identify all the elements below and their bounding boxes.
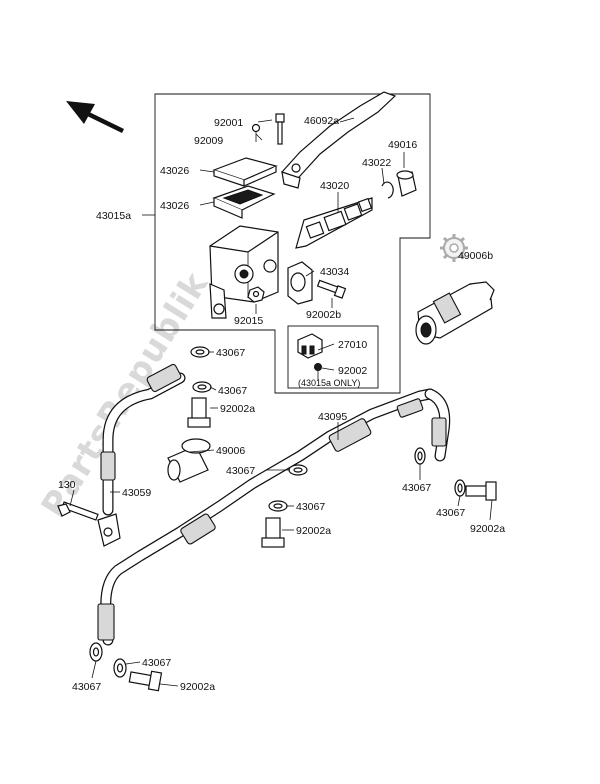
- label-49006: 49006: [216, 445, 245, 457]
- label-92002a-d: 92002a: [180, 681, 215, 693]
- label-46092a: 46092a: [304, 115, 339, 127]
- nut-92015: [247, 286, 265, 303]
- label-43067-f: 43067: [436, 507, 465, 519]
- switch-inset-frame: [287, 325, 379, 389]
- label-92002: 92002: [338, 365, 367, 377]
- label-92002b: 92002b: [306, 309, 341, 321]
- bleed-bolt-130: [57, 501, 99, 521]
- label-43015a-only: (43015a ONLY): [298, 378, 360, 388]
- label-130: 130: [58, 479, 76, 491]
- banjo-bolt-92002a-c: [465, 481, 497, 501]
- label-43015a: 43015a: [96, 210, 131, 222]
- screw-92009: [251, 123, 261, 142]
- leader-lines: [69, 117, 493, 687]
- washer-43067-h: [113, 658, 127, 678]
- lower-banjo-fitting: [97, 513, 121, 547]
- master-cylinder-body: [209, 225, 279, 319]
- label-43067-h: 43067: [142, 657, 171, 669]
- label-43059: 43059: [122, 487, 151, 499]
- label-43022: 43022: [362, 157, 391, 169]
- label-27010: 27010: [338, 339, 367, 351]
- screw-92002: [314, 363, 322, 380]
- arrow-front-icon: [66, 101, 124, 134]
- label-43067-g: 43067: [72, 681, 101, 693]
- washer-43067-f: [454, 479, 466, 497]
- label-43067-c: 43067: [226, 465, 255, 477]
- washer-43067-b: [192, 381, 212, 393]
- washer-43067-g: [89, 642, 103, 662]
- brake-lever: [281, 91, 397, 189]
- gear-icon: [440, 234, 468, 262]
- label-43095: 43095: [318, 411, 347, 423]
- master-cylinder-assembly-frame: [154, 93, 431, 394]
- dust-boot: [396, 170, 417, 197]
- washer-43067-a: [190, 346, 210, 358]
- brake-hose-junction: [167, 438, 211, 483]
- brake-hose-upper: [100, 363, 186, 516]
- bolt-92001: [275, 113, 285, 145]
- washer-43067-c: [288, 464, 308, 476]
- handlebar-clamp: [287, 261, 313, 305]
- label-92015: 92015: [234, 315, 263, 327]
- banjo-bolt-92002a-d: [128, 670, 163, 692]
- circlip: [381, 181, 394, 199]
- label-49016: 49016: [388, 139, 417, 151]
- hose-fittings: [97, 398, 447, 641]
- brake-hose-main: [100, 388, 451, 646]
- label-43067-e: 43067: [402, 482, 431, 494]
- bolt-92002b: [316, 279, 347, 299]
- label-92009: 92009: [194, 135, 223, 147]
- label-43067-d: 43067: [296, 501, 325, 513]
- label-92002a-b: 92002a: [296, 525, 331, 537]
- reservoir-diaphragm: [212, 185, 276, 219]
- label-43020: 43020: [320, 180, 349, 192]
- label-49006b: 49006b: [458, 250, 493, 262]
- label-92001: 92001: [214, 117, 243, 129]
- piston-kit: [295, 197, 373, 249]
- label-92002a-a: 92002a: [220, 403, 255, 415]
- label-43026-mid: 43026: [160, 200, 189, 212]
- washer-43067-d: [268, 500, 288, 512]
- banjo-bolt-92002a-b: [261, 517, 285, 548]
- label-43034: 43034: [320, 266, 349, 278]
- handlebar-grip-assembly: [415, 281, 495, 345]
- label-43067-b: 43067: [218, 385, 247, 397]
- label-92002a-c: 92002a: [470, 523, 505, 535]
- label-43067-a: 43067: [216, 347, 245, 359]
- washer-43067-e: [414, 447, 426, 465]
- banjo-bolt-92002a-a: [187, 397, 211, 428]
- label-43026-top: 43026: [160, 165, 189, 177]
- reservoir-cap: [212, 157, 278, 187]
- stop-switch: [297, 333, 323, 359]
